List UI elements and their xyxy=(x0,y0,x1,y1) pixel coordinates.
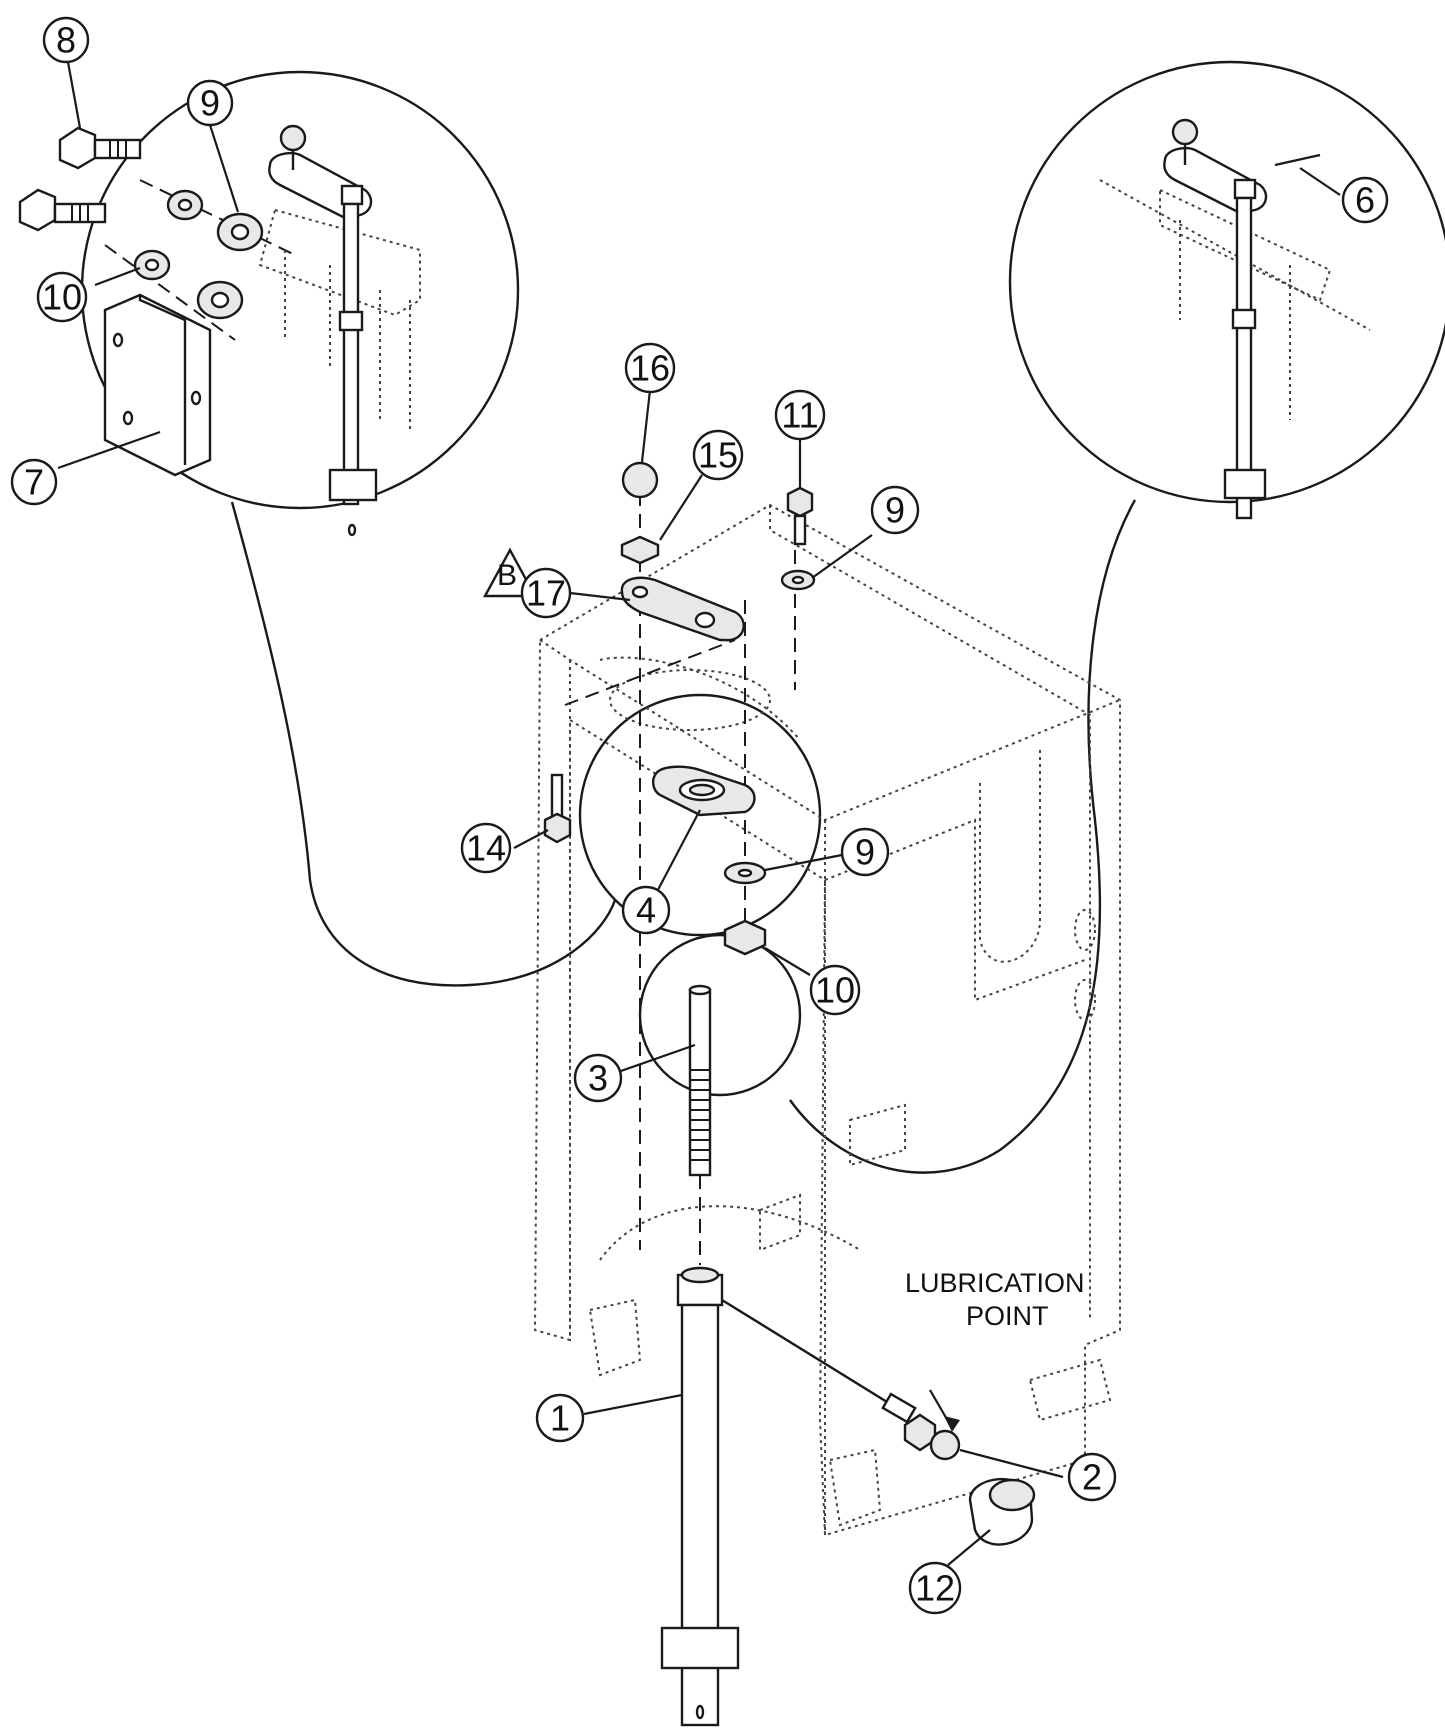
callout-12: 12 xyxy=(908,1561,962,1615)
nut-10-lower xyxy=(723,919,767,956)
grease-fitting-2 xyxy=(881,1392,961,1461)
lock-washer-upper xyxy=(166,189,204,221)
link-plate-17 xyxy=(620,576,745,642)
callout-8: 8 xyxy=(42,16,90,64)
cap-12 xyxy=(968,1477,1036,1546)
ball-16 xyxy=(621,461,659,499)
callout-label: 4 xyxy=(636,890,656,931)
lubrication-point-label: LUBRICATION POINT xyxy=(905,1268,1085,1331)
bracket-7 xyxy=(103,293,212,477)
lubrication-label-line1: LUBRICATION xyxy=(905,1268,1085,1298)
flat-washer-lower xyxy=(196,280,244,320)
callout-label: 9 xyxy=(200,83,220,124)
bolt-8-lower xyxy=(18,188,107,232)
note-marker-text: B xyxy=(497,559,517,592)
flat-washer-9-upper xyxy=(216,212,264,252)
callout-label: 15 xyxy=(698,435,738,476)
bolt-11 xyxy=(786,486,814,546)
callout-15: 15 xyxy=(692,429,744,481)
threaded-rod-3 xyxy=(688,984,712,1177)
callout-label: 2 xyxy=(1082,1457,1102,1498)
leader-lines xyxy=(57,61,1341,1566)
callout-label: 6 xyxy=(1355,180,1375,221)
callout-17: 17 xyxy=(520,567,572,619)
callout-label: 10 xyxy=(815,970,855,1011)
shaft-1 xyxy=(660,1266,740,1727)
detail-circle-center xyxy=(578,693,822,937)
bolt-14 xyxy=(543,773,572,844)
lock-washer-10-left xyxy=(133,249,171,281)
callout-2: 2 xyxy=(1067,1452,1117,1502)
callout-14: 14 xyxy=(460,822,512,874)
callout-9c: 9 xyxy=(840,827,890,877)
callout-11: 11 xyxy=(774,389,826,441)
left-detail-linkage xyxy=(258,124,421,537)
callout-label: 7 xyxy=(24,462,44,503)
callout-6: 6 xyxy=(1341,176,1389,224)
callout-label: 17 xyxy=(526,573,566,614)
callout-3: 3 xyxy=(573,1053,623,1103)
callout-label: 9 xyxy=(885,490,905,531)
bearing-4 xyxy=(651,765,756,817)
callout-7: 7 xyxy=(10,458,58,506)
callout-label: 11 xyxy=(781,395,818,436)
nut-15 xyxy=(620,535,660,565)
callout-16: 16 xyxy=(624,342,676,394)
callout-label: 12 xyxy=(915,1568,955,1609)
detail-view-right xyxy=(789,60,1445,1174)
callout-label: 1 xyxy=(550,1398,570,1439)
callout-label: 10 xyxy=(42,277,82,318)
callout-label: 16 xyxy=(630,348,670,389)
lubrication-arrowhead xyxy=(944,1416,960,1432)
callout-1: 1 xyxy=(535,1393,585,1443)
callout-label: 9 xyxy=(855,832,875,873)
callout-label: 8 xyxy=(56,20,76,61)
callout-9a: 9 xyxy=(186,79,234,127)
bolt-8-upper xyxy=(58,126,142,170)
callout-4: 4 xyxy=(621,885,671,935)
right-detail-linkage xyxy=(1099,118,1371,520)
lubrication-label-line2: POINT xyxy=(966,1301,1049,1331)
callout-10a: 10 xyxy=(36,271,88,323)
housing-frame xyxy=(533,503,1121,1537)
detail-circle-lower xyxy=(638,933,802,1097)
callout-label: 14 xyxy=(466,828,506,869)
callout-label: 3 xyxy=(588,1058,608,1099)
washer-9-lower xyxy=(723,861,767,885)
washer-9-top xyxy=(780,569,816,591)
callout-9b: 9 xyxy=(870,485,920,535)
callout-10b: 10 xyxy=(809,964,861,1016)
